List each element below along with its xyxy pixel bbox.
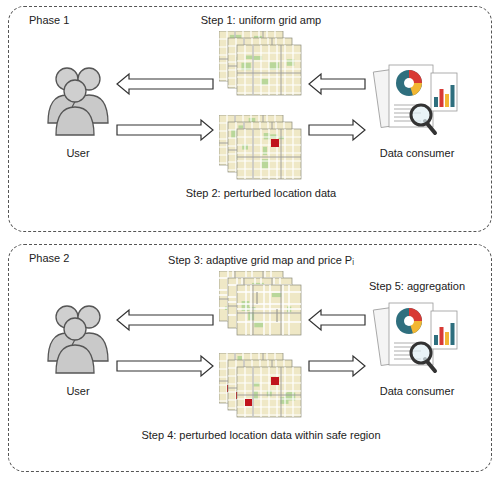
actor-label: User <box>66 385 89 398</box>
step-label: Step 3: adaptive grid map and price Pᵢ <box>168 254 354 267</box>
map-stack <box>219 353 303 419</box>
step-label: Step 4: perturbed location data within s… <box>141 429 380 442</box>
block-arrow <box>117 74 213 94</box>
map-node: Step 3: adaptive grid map and price Pᵢ <box>219 271 303 337</box>
user-icon <box>45 65 111 143</box>
map-node: Step 4: perturbed location data within s… <box>219 353 303 419</box>
step-label: Step 1: uniform grid amp <box>201 14 321 27</box>
block-arrow <box>117 356 213 376</box>
block-arrow <box>309 120 365 140</box>
actor-label: Data consumer <box>380 147 455 160</box>
map-stack <box>219 271 303 337</box>
map-stack <box>219 115 303 181</box>
block-arrow <box>309 356 365 376</box>
block-arrow <box>117 310 213 330</box>
block-arrow <box>309 74 365 94</box>
block-arrow <box>117 120 213 140</box>
user-icon <box>45 303 111 381</box>
data-consumer-icon <box>371 297 463 381</box>
map-node: Step 1: uniform grid amp <box>219 31 303 97</box>
consumer-node: Data consumer <box>371 59 463 143</box>
block-arrow <box>309 310 365 330</box>
consumer-node: Step 5: aggregationData consumer <box>371 297 463 381</box>
data-consumer-icon <box>371 59 463 143</box>
phase-panel: Phase 1UserStep 1: uniform grid ampStep … <box>8 6 492 232</box>
phase-label: Phase 2 <box>29 252 69 265</box>
step-label: Step 2: perturbed location data <box>186 187 336 200</box>
user-node: User <box>45 303 111 381</box>
phase-label: Phase 1 <box>29 14 69 27</box>
actor-label: Step 5: aggregation <box>369 280 465 293</box>
actor-label: User <box>66 147 89 160</box>
phase-panel: Phase 2 User Step 3: adaptive grid map and… <box>8 244 492 472</box>
map-stack <box>219 31 303 97</box>
user-node: User <box>45 65 111 143</box>
map-node: Step 2: perturbed location data <box>219 115 303 181</box>
actor-label: Data consumer <box>380 385 455 398</box>
